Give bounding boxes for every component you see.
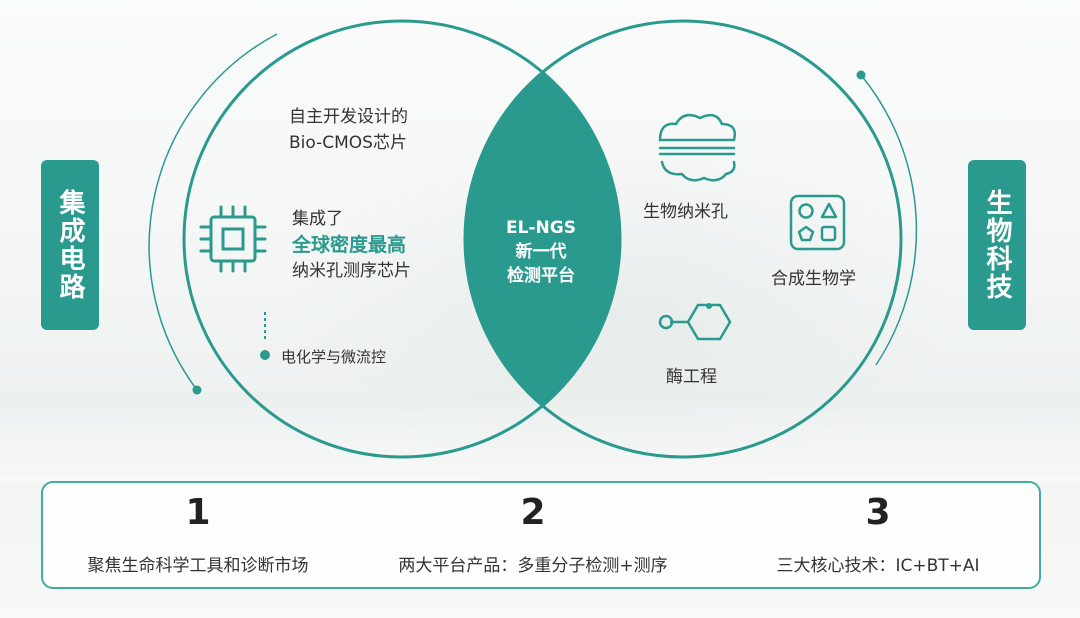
nanopore-icon	[658, 113, 736, 182]
intro-line-2: Bio-CMOS芯片	[289, 133, 407, 153]
chip-highlight: 全球密度最高	[292, 234, 407, 256]
synthetic-biology-label: 合成生物学	[771, 269, 856, 289]
key-point-number: 2	[520, 492, 546, 533]
biotech-tag: 生物科技	[968, 160, 1026, 330]
center-line-3: 检测平台	[507, 266, 575, 286]
key-point-3: 3 三大核心技术：IC+BT+AI	[733, 483, 1023, 577]
chip-line-1: 集成了	[292, 209, 343, 229]
chip-icon	[199, 205, 267, 273]
key-points-panel: 1 聚焦生命科学工具和诊断市场 2 两大平台产品：多重分子检测+测序 3 三大核…	[41, 481, 1041, 589]
electro-microfluidics-label: 电化学与微流控	[281, 348, 387, 366]
left-circle	[182, 19, 622, 459]
key-point-number: 1	[185, 492, 211, 533]
key-point-text: 聚焦生命科学工具和诊断市场	[87, 556, 309, 576]
chip-line-3: 纳米孔测序芯片	[292, 261, 411, 281]
chip-intro-text: 自主开发设计的 Bio-CMOS芯片	[289, 104, 408, 156]
left-outer-arc	[148, 33, 278, 391]
chip-description: 集成了 全球密度最高 纳米孔测序芯片	[292, 206, 411, 284]
center-line-1: EL-NGS	[506, 218, 576, 238]
enzyme-engineering-label: 酶工程	[666, 367, 717, 387]
right-circle	[463, 19, 903, 459]
key-point-2: 2 两大平台产品：多重分子检测+测序	[373, 483, 693, 577]
enzyme-icon	[658, 303, 732, 341]
integrated-circuit-tag: 集成电路	[41, 160, 99, 330]
key-point-text: 三大核心技术：IC+BT+AI	[776, 556, 980, 576]
electro-dot	[260, 350, 270, 360]
key-point-1: 1 聚焦生命科学工具和诊断市场	[53, 483, 343, 577]
el-ngs-platform-label: EL-NGS 新一代 检测平台	[485, 216, 597, 288]
intersection-lens	[465, 21, 620, 457]
key-point-number: 3	[865, 492, 891, 533]
center-line-2: 新一代	[515, 242, 567, 262]
right-outer-arc	[860, 74, 918, 366]
left-arc-dot	[192, 385, 202, 395]
right-arc-dot	[856, 70, 866, 80]
key-point-text: 两大平台产品：多重分子检测+测序	[398, 556, 668, 576]
synthetic-biology-icon	[789, 194, 846, 251]
intro-line-1: 自主开发设计的	[289, 107, 408, 127]
nanopore-label: 生物纳米孔	[643, 202, 728, 222]
